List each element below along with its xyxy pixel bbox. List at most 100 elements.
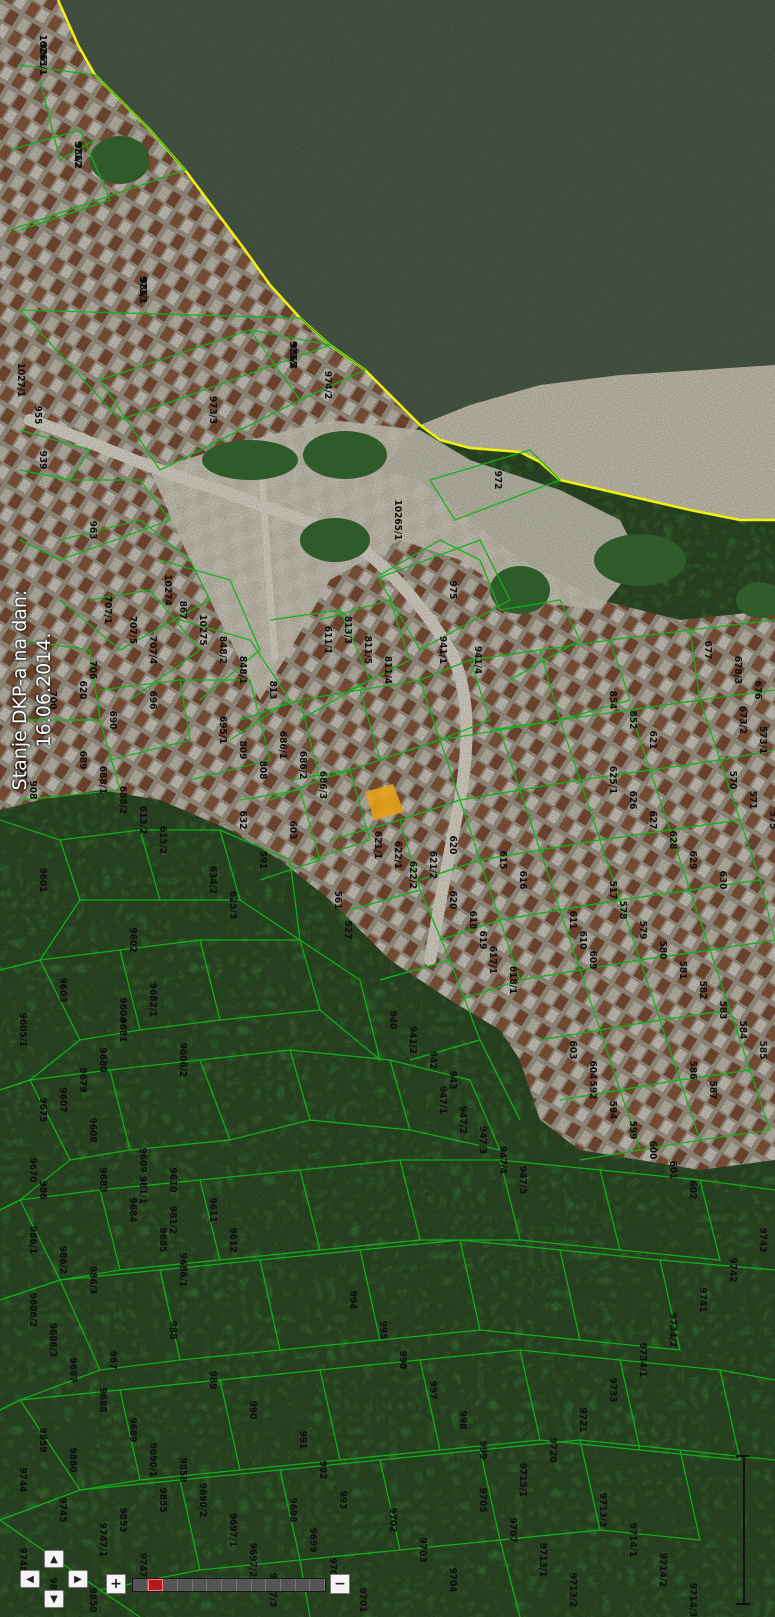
parcel-label: 9690/2 <box>197 1483 208 1518</box>
pan-left-button[interactable]: ◀ <box>20 1570 40 1588</box>
parcel-label: 9705 <box>477 1487 488 1512</box>
parcel-label: 695/1 <box>217 716 228 744</box>
parcel-label: 585 <box>757 1041 768 1060</box>
plus-icon: + <box>110 1576 122 1592</box>
parcel-label: 9683 <box>97 1167 108 1192</box>
pan-down-button[interactable]: ▼ <box>44 1590 64 1608</box>
zoom-step[interactable] <box>147 1579 164 1591</box>
parcel-label: 990 <box>247 1401 258 1420</box>
parcel-label: 986/3 <box>87 1266 98 1294</box>
parcel-label: 981/2 <box>167 1206 178 1234</box>
parcel-label: 9744 <box>17 1467 28 1492</box>
zoom-step[interactable] <box>207 1579 223 1591</box>
pan-controls: ▲ ◀ ▶ ▼ <box>14 1548 94 1612</box>
parcel-label: 603 <box>567 1041 578 1060</box>
zoom-slider[interactable]: + − <box>106 1574 352 1594</box>
parcel-label: 9734/1 <box>637 1343 648 1378</box>
zoom-step[interactable] <box>192 1579 208 1591</box>
parcel-label: 9745 <box>57 1497 68 1522</box>
parcel-label: 994 <box>347 1291 358 1310</box>
parcel-label: 571 <box>747 791 758 810</box>
zoom-step[interactable] <box>222 1579 237 1591</box>
parcel-label: 677 <box>702 641 713 660</box>
zoom-step[interactable] <box>310 1579 325 1591</box>
parcel-label: 9853 <box>117 1507 128 1532</box>
parcel-label: 594 <box>607 1101 618 1120</box>
parcel-label: 908 <box>27 781 38 800</box>
parcel-label: 10265/1 <box>392 500 403 541</box>
parcel-label: 947/4 <box>497 1146 508 1174</box>
parcel-label: 993 <box>337 1491 348 1510</box>
parcel-label: 9748 <box>17 1547 28 1572</box>
zoom-step[interactable] <box>295 1579 311 1591</box>
parcel-label: 611 <box>567 911 578 930</box>
parcel-label: 9862 <box>72 142 83 167</box>
parcel-label: 600 <box>647 1141 658 1160</box>
highlighted-parcel[interactable] <box>365 784 404 820</box>
parcel-label: 9687 <box>67 1357 78 1382</box>
parcel-label: 615/2 <box>157 826 168 854</box>
parcel-label: 941/2 <box>407 1026 418 1054</box>
parcel-label: 9607 <box>57 1087 68 1112</box>
parcel-label: 9733 <box>607 1377 618 1402</box>
title-line-2: 16.06.2014. <box>33 632 55 748</box>
parcel-label: 9741 <box>697 1287 708 1312</box>
zoom-step[interactable] <box>280 1579 296 1591</box>
parcel-label: 629 <box>687 851 698 870</box>
parcel-label: 707/5 <box>127 616 138 644</box>
parcel-label: 9609 <box>137 1147 148 1172</box>
parcel-label: 9688 <box>97 1387 108 1412</box>
zoom-step[interactable] <box>178 1579 193 1591</box>
zoom-step[interactable] <box>236 1579 252 1591</box>
parcel-label: 852 <box>627 711 638 730</box>
zoom-step[interactable] <box>133 1579 148 1591</box>
parcel-label: 9686/2 <box>27 1293 38 1328</box>
minus-icon: − <box>334 1576 346 1592</box>
parcel-label: 9698 <box>287 1497 298 1522</box>
parcel-label: 9747/2 <box>137 1553 148 1588</box>
parcel-label: 989 <box>207 1371 218 1390</box>
parcel-label: 603 <box>287 821 298 840</box>
parcel-label: 9605/1 <box>17 1013 28 1048</box>
zoom-in-button[interactable]: + <box>106 1574 126 1594</box>
parcel-label: 604 <box>587 1061 598 1080</box>
parcel-label: 9611 <box>207 1197 218 1222</box>
pan-right-button[interactable]: ▶ <box>68 1570 88 1588</box>
parcel-label: 599 <box>627 1121 638 1140</box>
zoom-step[interactable] <box>163 1579 179 1591</box>
parcel-label: 621/2 <box>427 851 438 879</box>
zoom-out-button[interactable]: − <box>330 1574 350 1594</box>
parcel-label: 9713/1 <box>537 1543 548 1578</box>
parcel-label: 706 <box>87 661 98 680</box>
parcel-label: 9734/2 <box>667 1313 678 1348</box>
parcel-label: 611/1 <box>322 626 333 654</box>
parcel-label: 9612 <box>227 1227 238 1252</box>
parcel-label: 9713/3 <box>597 1493 608 1528</box>
parcel-label: 973/4 <box>287 341 298 369</box>
parcel-label: 9700 <box>327 1557 338 1582</box>
parcel-label: 907 <box>17 761 28 780</box>
parcel-label: 986/1 <box>27 1226 38 1254</box>
parcel-label: 586 <box>687 1061 698 1080</box>
zoom-step[interactable] <box>251 1579 267 1591</box>
parcel-label: 618/1 <box>507 966 518 994</box>
parcel-label: 10265/1 <box>37 35 48 76</box>
parcel-label: 9697/2 <box>247 1543 258 1578</box>
parcel-boundaries <box>0 64 775 1617</box>
parcel-label: 686/3 <box>317 771 328 799</box>
pan-up-button[interactable]: ▲ <box>44 1550 64 1568</box>
zoom-track[interactable] <box>132 1578 326 1592</box>
parcel-label: 10275 <box>197 614 208 645</box>
parcel-label: 9850 <box>87 1587 98 1612</box>
parcel-label: 700 <box>47 691 58 710</box>
parcel-label: 591 <box>257 851 268 870</box>
parcel-labels: 10265/1973/2973/1973/4973/3974/297210265… <box>15 35 775 1617</box>
parcel-label: 975 <box>447 581 458 600</box>
title-line-1: Stanje DKP-a na dan: <box>9 589 31 791</box>
zoom-step[interactable] <box>266 1579 281 1591</box>
parcel-label: 9714/2 <box>657 1553 668 1588</box>
parcel-label: 527 <box>342 921 353 940</box>
parcel-label: 9715/1 <box>517 1463 528 1498</box>
